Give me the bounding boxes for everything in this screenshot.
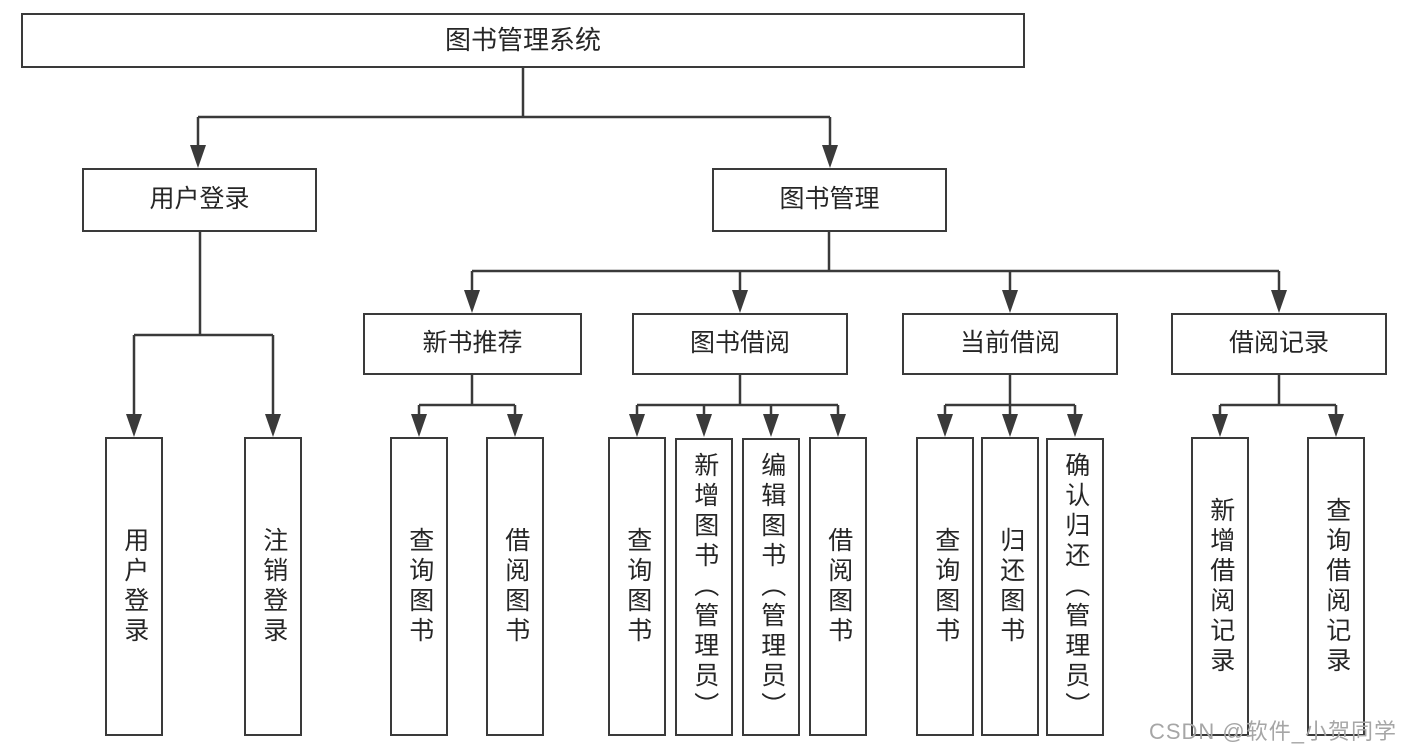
leaf-label: 查询图书 [405,526,434,647]
arrowhead-down-icon [937,414,953,437]
node-leaf-query-borrow-record: 查询借阅记录 [1307,437,1365,736]
arrowhead-down-icon [126,414,142,437]
leaf-label: 查询借阅记录 [1322,496,1351,677]
leaf-label: 新增借阅记录 [1206,496,1235,677]
connector-new-book-recommend-split [417,375,517,416]
arrowhead-down-icon [1271,290,1287,313]
connector-root-split [196,68,832,148]
node-leaf-query-book-3: 查询图书 [916,437,974,736]
arrowhead-down-icon [732,290,748,313]
node-current-borrow: 当前借阅 [902,313,1118,375]
leaf-label: 查询图书 [931,526,960,647]
leaf-label: 注销登录 [259,526,288,647]
leaf-label: 归还图书 [996,526,1025,647]
leaf-label: 借阅图书 [501,526,530,647]
node-leaf-confirm-return-admin: 确认归还（管理员） [1046,438,1104,736]
node-leaf-add-book-admin: 新增图书（管理员） [675,438,733,736]
arrowhead-down-icon [411,414,427,437]
node-leaf-return-book: 归还图书 [981,437,1039,736]
node-root: 图书管理系统 [21,13,1025,68]
arrowhead-down-icon [629,414,645,437]
node-leaf-borrow-book-2: 借阅图书 [809,437,867,736]
arrowhead-down-icon [1212,414,1228,437]
arrowhead-down-icon [822,145,838,168]
arrowhead-down-icon [1002,414,1018,437]
arrowhead-down-icon [830,414,846,437]
arrowhead-down-icon [696,414,712,437]
node-leaf-query-book-2: 查询图书 [608,437,666,736]
leaf-label: 借阅图书 [824,526,853,647]
connector-borrow-record-split [1218,375,1338,416]
arrowhead-down-icon [507,414,523,437]
leaf-label: 查询图书 [623,526,652,647]
leaf-label: 确认归还（管理员） [1061,452,1090,722]
arrowhead-down-icon [763,414,779,437]
node-user-login: 用户登录 [82,168,317,232]
node-leaf-edit-book-admin: 编辑图书（管理员） [742,438,800,736]
node-leaf-query-book-1: 查询图书 [390,437,448,736]
arrowhead-down-icon [1002,290,1018,313]
node-borrow-record: 借阅记录 [1171,313,1387,375]
arrowhead-down-icon [190,145,206,168]
csdn-watermark: CSDN @软件_小贺同学 [1148,719,1397,744]
connector-user-login-split [132,232,275,416]
arrowhead-down-icon [464,290,480,313]
arrowhead-down-icon [265,414,281,437]
leaf-label: 用户登录 [120,526,149,647]
node-new-book-recommend: 新书推荐 [363,313,582,375]
node-book-borrow: 图书借阅 [632,313,848,375]
connector-current-borrow-split [943,375,1077,416]
leaf-label: 编辑图书（管理员） [757,452,786,722]
node-leaf-user-login: 用户登录 [105,437,163,736]
arrowhead-down-icon [1067,414,1083,437]
leaf-label: 新增图书（管理员） [690,452,719,722]
node-leaf-logout: 注销登录 [244,437,302,736]
node-leaf-borrow-book-1: 借阅图书 [486,437,544,736]
arrowhead-down-icon [1328,414,1344,437]
node-leaf-add-borrow-record: 新增借阅记录 [1191,437,1249,736]
node-book-management: 图书管理 [712,168,947,232]
connector-book-borrow-split [635,375,840,416]
connector-book-management-split [470,232,1281,292]
